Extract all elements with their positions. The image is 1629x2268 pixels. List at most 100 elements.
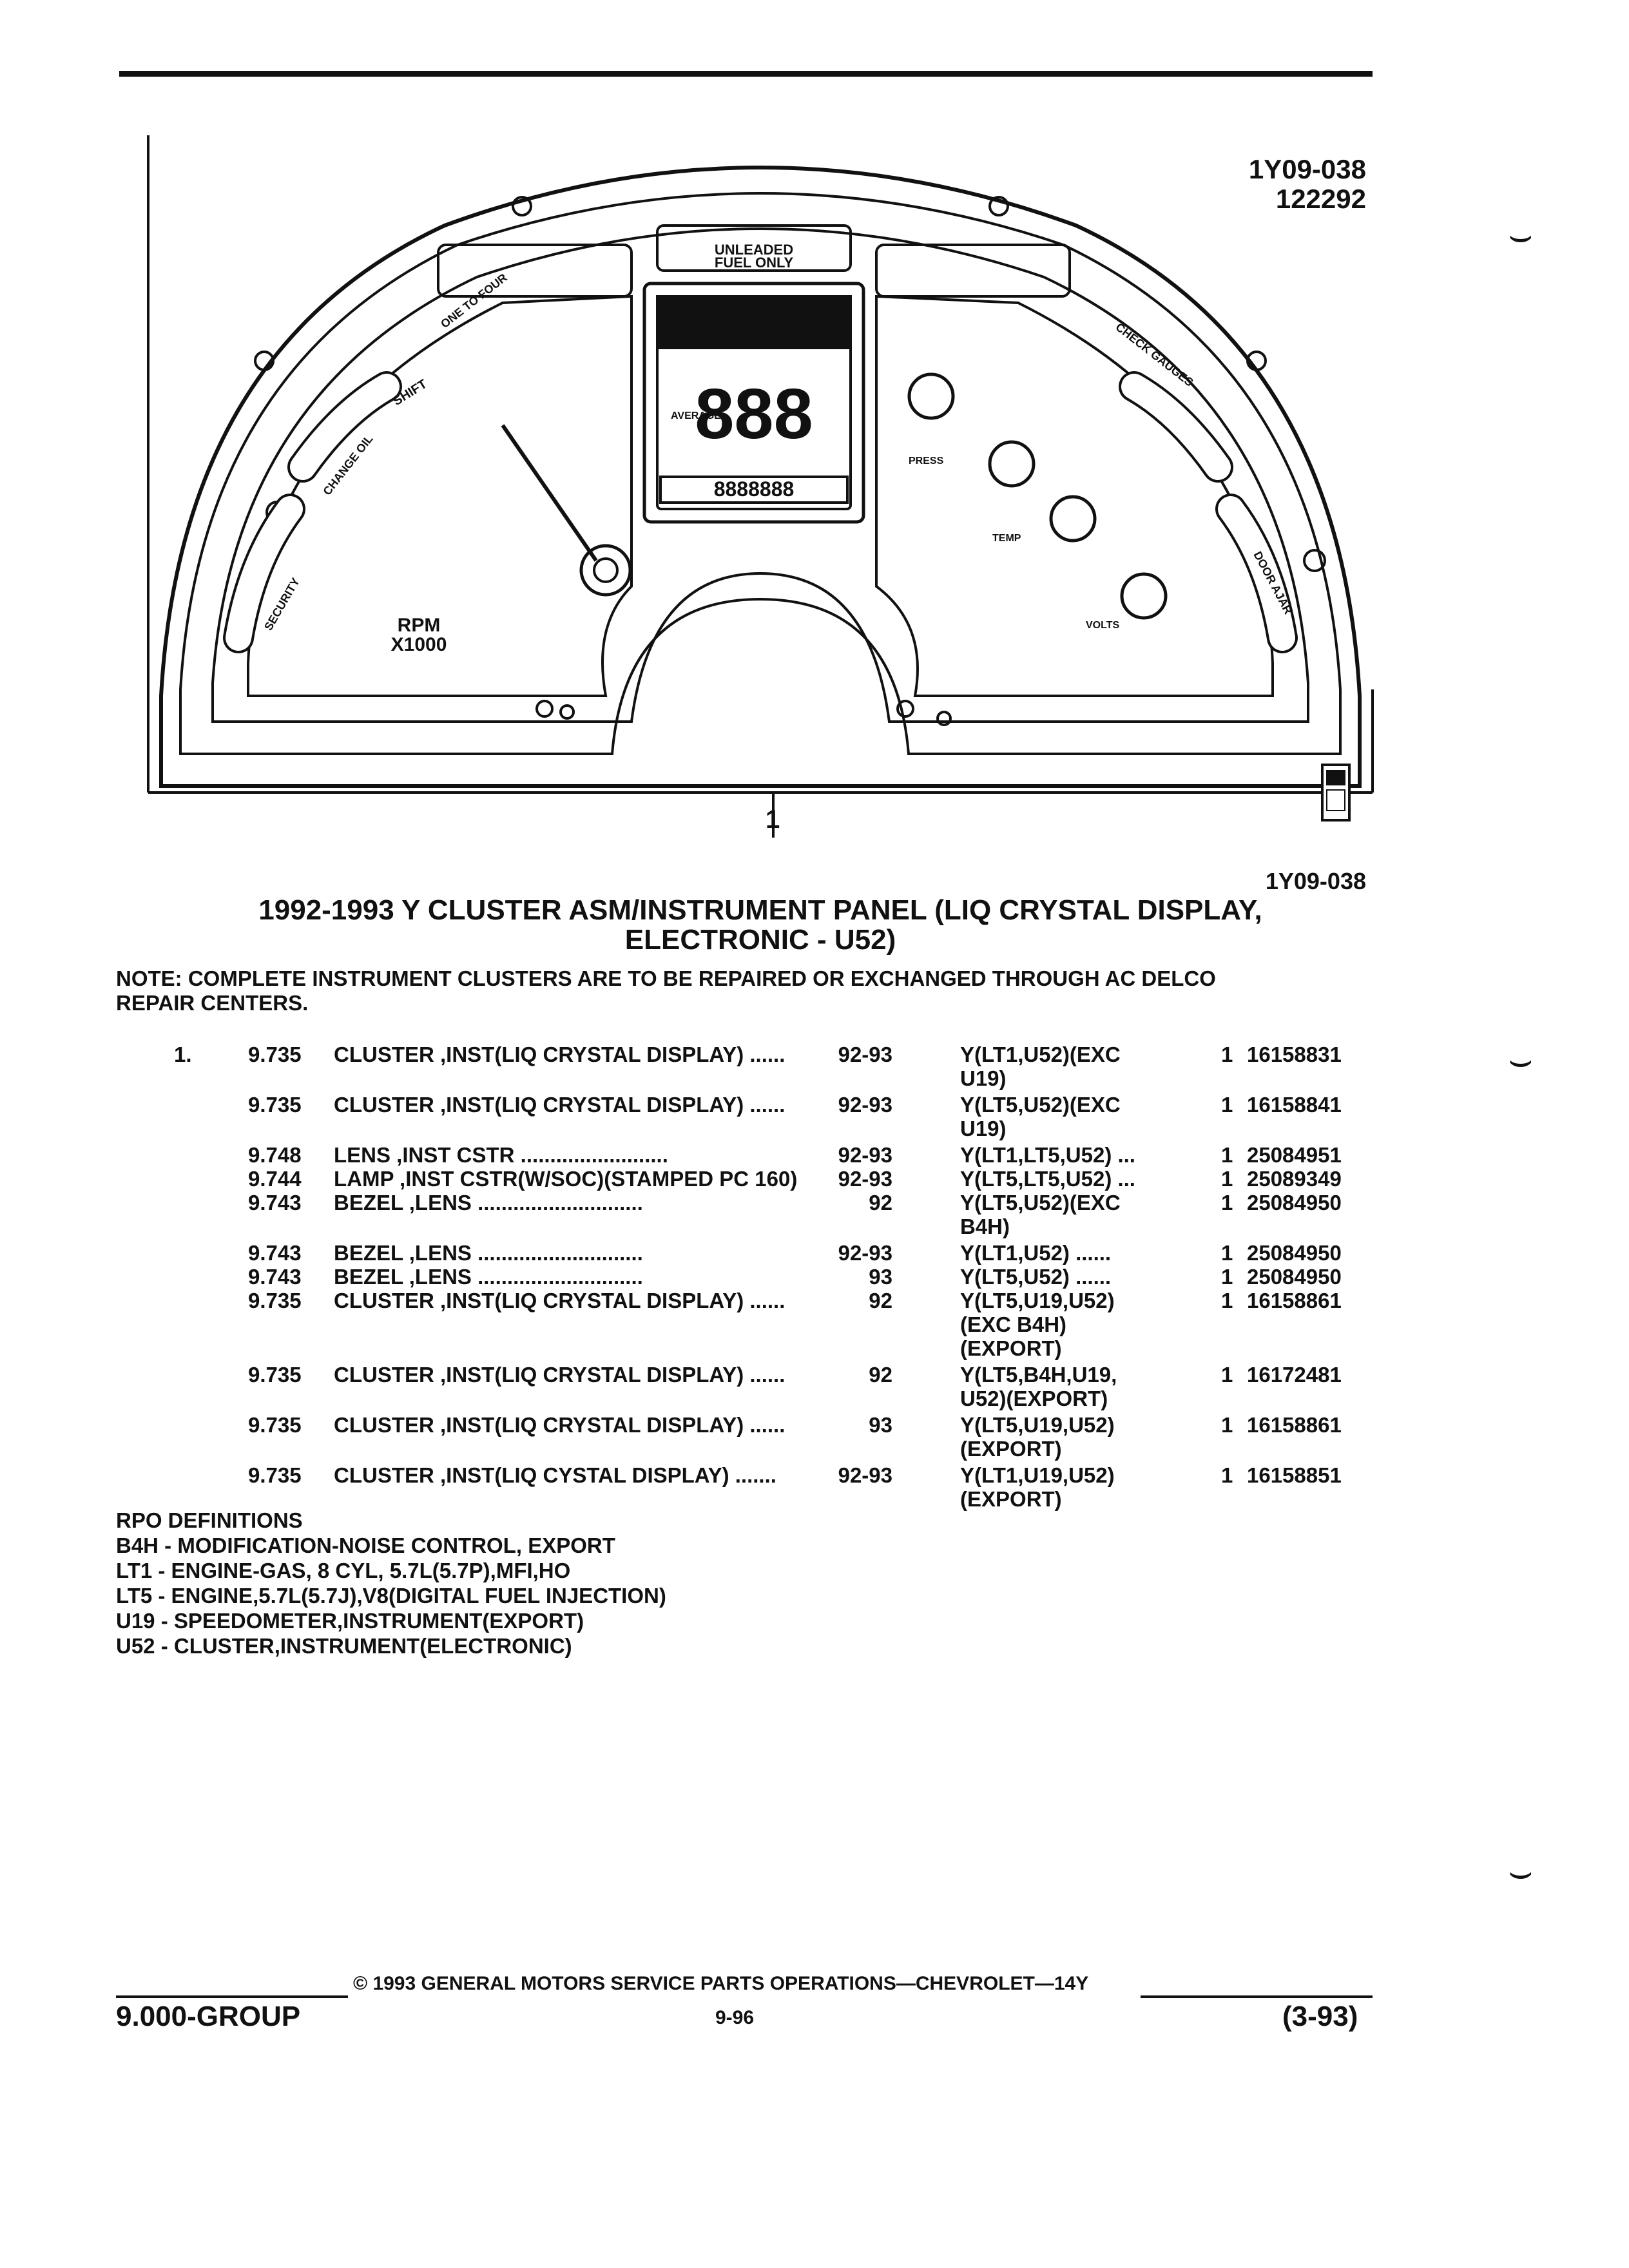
note: NOTE: COMPLETE INSTRUMENT CLUSTERS ARE T…	[116, 966, 1405, 1015]
parts-qty: 1	[1221, 1143, 1233, 1167]
footer-date: (3-93)	[1282, 2001, 1358, 2032]
rpo-line: B4H - MODIFICATION-NOISE CONTROL, EXPORT	[116, 1533, 615, 1557]
parts-year: 92	[869, 1191, 892, 1215]
parts-group: 9.743	[248, 1241, 302, 1265]
cluster-svg: UNLEADED FUEL ONLY 888 8888888 AVERAGE R…	[147, 135, 1374, 838]
parts-year: 92-93	[838, 1463, 892, 1487]
parts-model: Y(LT5,U19,U52)	[960, 1413, 1115, 1437]
parts-group: 9.735	[248, 1413, 302, 1437]
x1000-label: X1000	[391, 634, 447, 655]
figure-id: 1Y09-038 122292	[1160, 155, 1366, 214]
parts-model: Y(LT5,U52)(EXC	[960, 1191, 1121, 1215]
parts-model2: U52)(EXPORT)	[960, 1387, 1108, 1410]
parts-desc: CLUSTER ,INST(LIQ CRYSTAL DISPLAY) .....…	[334, 1093, 786, 1117]
parts-model2: U19)	[960, 1066, 1007, 1090]
parts-part: 25084951	[1247, 1143, 1342, 1167]
parts-model: Y(LT5,U52) ......	[960, 1265, 1112, 1289]
parts-model: Y(LT1,U52)(EXC	[960, 1043, 1121, 1066]
margin-mark: ⌣	[1508, 213, 1534, 256]
footer-copyright: © 1993 GENERAL MOTORS SERVICE PARTS OPER…	[353, 1973, 1089, 1994]
parts-qty: 1	[1221, 1463, 1233, 1487]
parts-desc: LAMP ,INST CSTR(W/SOC)(STAMPED PC 160)	[334, 1167, 798, 1191]
parts-qty: 1	[1221, 1167, 1233, 1191]
title-line2: ELECTRONIC - U52)	[624, 924, 896, 956]
press-label: PRESS	[909, 456, 944, 466]
note-line2: REPAIR CENTERS.	[116, 991, 309, 1015]
parts-model: Y(LT5,U52)(EXC	[960, 1093, 1121, 1117]
footer-group: 9.000-GROUP	[116, 2001, 301, 2032]
rpo-line: U19 - SPEEDOMETER,INSTRUMENT(EXPORT)	[116, 1609, 584, 1633]
parts-part: 16172481	[1247, 1363, 1342, 1387]
parts-desc: CLUSTER ,INST(LIQ CRYSTAL DISPLAY) .....…	[334, 1289, 786, 1312]
lcd-digits: 888	[695, 374, 813, 454]
parts-model: Y(LT1,U19,U52)	[960, 1463, 1115, 1487]
fuel-only-label: FUEL ONLY	[715, 255, 794, 271]
parts-item: 1.	[174, 1043, 192, 1066]
parts-group: 9.744	[248, 1167, 302, 1191]
margin-mark: ⌣	[1508, 1038, 1534, 1081]
parts-group: 9.735	[248, 1463, 302, 1487]
parts-year: 93	[869, 1413, 892, 1437]
parts-year: 92	[869, 1289, 892, 1312]
parts-qty: 1	[1221, 1191, 1233, 1215]
rpm-label: RPM	[398, 615, 441, 636]
parts-part: 25089349	[1247, 1167, 1342, 1191]
parts-desc: BEZEL ,LENS ............................	[334, 1265, 643, 1289]
parts-year: 92-93	[838, 1043, 892, 1066]
parts-qty: 1	[1221, 1289, 1233, 1312]
parts-model: Y(LT5,U19,U52)	[960, 1289, 1115, 1312]
rpo-line: U52 - CLUSTER,INSTRUMENT(ELECTRONIC)	[116, 1634, 572, 1658]
parts-group: 9.743	[248, 1191, 302, 1215]
parts-group: 9.735	[248, 1289, 302, 1312]
figure-id-line2: 122292	[1275, 184, 1366, 214]
parts-part: 16158861	[1247, 1413, 1342, 1437]
parts-desc: LENS ,INST CSTR ........................…	[334, 1143, 668, 1167]
one-to-four-label: ONE TO FOUR	[438, 271, 510, 331]
parts-part: 16158861	[1247, 1289, 1342, 1312]
temp-label: TEMP	[992, 533, 1021, 544]
footer-rule-left	[116, 1995, 348, 1998]
parts-desc: BEZEL ,LENS ............................	[334, 1191, 643, 1215]
parts-qty: 1	[1221, 1043, 1233, 1066]
parts-group: 9.735	[248, 1043, 302, 1066]
gm-spo-logo-icon	[1321, 764, 1351, 822]
parts-desc: CLUSTER ,INST(LIQ CRYSTAL DISPLAY) .....…	[334, 1043, 786, 1066]
parts-group: 9.735	[248, 1363, 302, 1387]
parts-qty: 1	[1221, 1265, 1233, 1289]
top-rule	[119, 71, 1373, 77]
parts-model2: (EXPORT)	[960, 1487, 1062, 1511]
parts-part: 16158831	[1247, 1043, 1342, 1066]
cluster-illustration: UNLEADED FUEL ONLY 888 8888888 AVERAGE R…	[142, 135, 1379, 844]
volts-label: VOLTS	[1086, 620, 1119, 631]
footer-page: 9-96	[715, 2007, 755, 2028]
parts-part: 25084950	[1247, 1241, 1342, 1265]
parts-year: 92-93	[838, 1143, 892, 1167]
margin-mark: ⌣	[1508, 1850, 1534, 1893]
rpo-line: LT1 - ENGINE-GAS, 8 CYL, 5.7L(5.7P),MFI,…	[116, 1559, 571, 1582]
lcd-odometer: 8888888	[714, 477, 795, 501]
parts-year: 92-93	[838, 1167, 892, 1191]
parts-year: 92	[869, 1363, 892, 1387]
parts-part: 16158841	[1247, 1093, 1342, 1117]
parts-model2: B4H)	[960, 1215, 1010, 1238]
parts-group: 9.743	[248, 1265, 302, 1289]
parts-model: Y(LT5,B4H,U19,	[960, 1363, 1117, 1387]
rpo-heading: RPO DEFINITIONS	[116, 1508, 303, 1532]
parts-part: 16158851	[1247, 1463, 1342, 1487]
parts-part: 25084950	[1247, 1265, 1342, 1289]
callout-number: 1	[766, 805, 780, 834]
page-title: 1992-1993 Y CLUSTER ASM/INSTRUMENT PANEL…	[116, 896, 1405, 955]
footer-rule-right	[1141, 1995, 1373, 1998]
note-line1: NOTE: COMPLETE INSTRUMENT CLUSTERS ARE T…	[116, 966, 1216, 990]
parts-model3: (EXPORT)	[960, 1336, 1062, 1360]
figure-caption-id: 1Y09-038	[1265, 868, 1366, 894]
parts-model2: (EXPORT)	[960, 1437, 1062, 1461]
rpo-line: LT5 - ENGINE,5.7L(5.7J),V8(DIGITAL FUEL …	[116, 1584, 666, 1608]
parts-part: 25084950	[1247, 1191, 1342, 1215]
parts-model: Y(LT5,LT5,U52) ...	[960, 1167, 1135, 1191]
unleaded-label: UNLEADED	[715, 242, 793, 258]
rpo-definitions: RPO DEFINITIONS B4H - MODIFICATION-NOISE…	[116, 1508, 666, 1658]
parts-desc: CLUSTER ,INST(LIQ CRYSTAL DISPLAY) .....…	[334, 1413, 786, 1437]
parts-model2: U19)	[960, 1117, 1007, 1140]
parts-desc: CLUSTER ,INST(LIQ CYSTAL DISPLAY) ......…	[334, 1463, 776, 1487]
